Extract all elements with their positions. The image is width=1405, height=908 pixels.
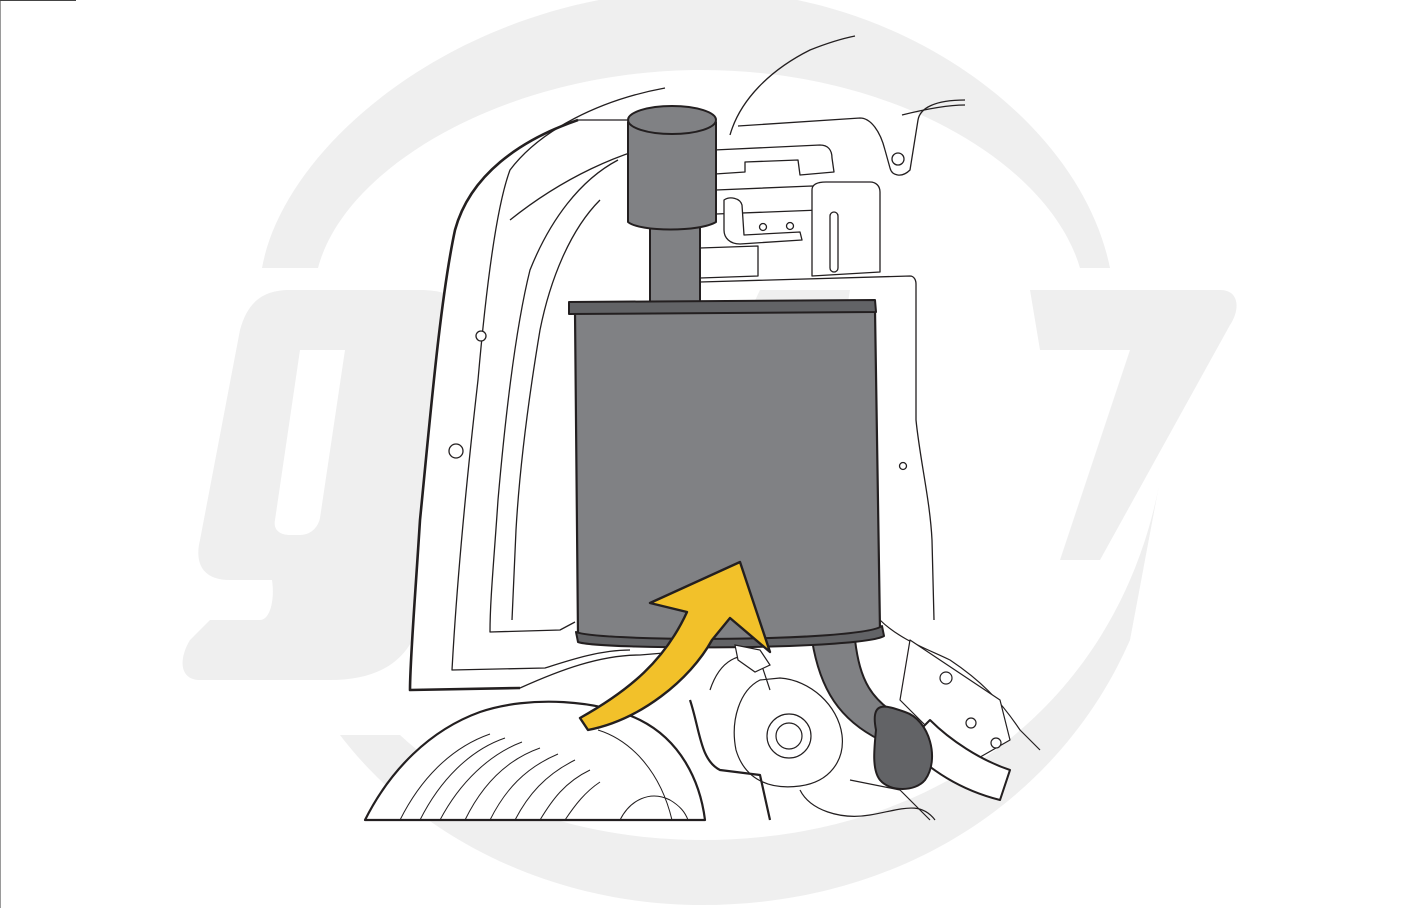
rear-tire xyxy=(365,702,705,820)
